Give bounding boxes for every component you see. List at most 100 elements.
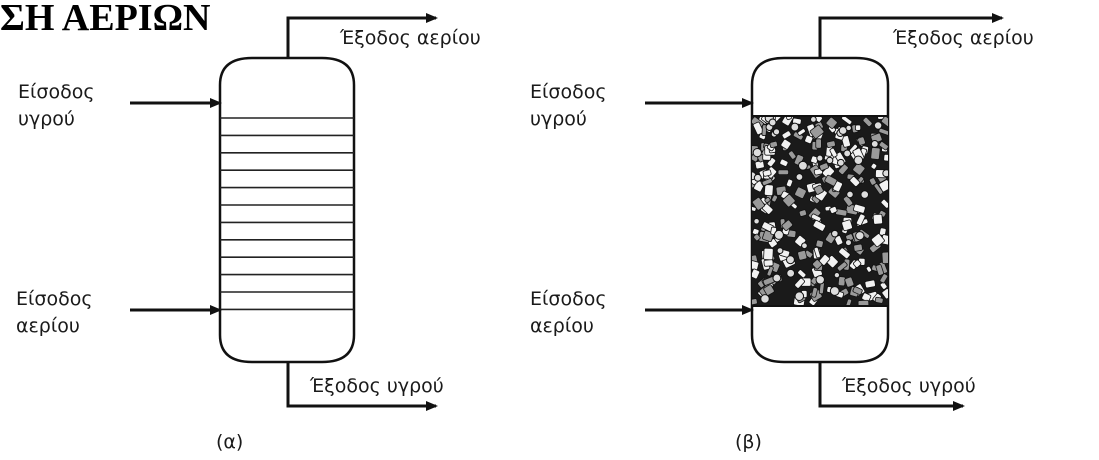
packing-ring [880,116,888,128]
packing-ring [829,286,840,296]
packing-ring [878,127,888,136]
packing-ring [785,255,795,265]
packing-ring [849,176,861,187]
packing-ring [855,231,865,241]
packing-ring [797,128,806,136]
packing-ring [752,228,760,236]
packing-ring [763,284,775,296]
packing-ring [809,124,825,139]
trays [220,117,354,311]
packing-ring [825,116,838,129]
packing-ring [797,250,808,261]
packing-ring [769,140,778,149]
packing-ring [771,194,778,203]
packing-ring [752,147,762,158]
packing-ring [829,147,838,158]
packing-ring [813,184,824,195]
packing-ring [853,155,864,166]
packing-ring [752,268,761,280]
packing-ring [810,116,817,123]
packing-ring [761,124,768,137]
packing-ring [781,130,792,140]
packing-ring [752,205,757,212]
caption-a: (α) [216,431,243,453]
gas-outlet-pipe-a [286,13,438,58]
packing-ring [787,150,797,160]
packing-ring [873,183,884,195]
liquid-inlet-label-b-line2: υγρού [530,108,587,130]
packing-ring [879,281,888,290]
packing-ring [766,265,774,277]
packing-ring [813,246,821,259]
packed-column: Έξοδος αερίου Είσοδος υγρού Είσοδος αερί… [530,13,1034,453]
packing-ring [881,251,888,265]
packing-ring [798,209,808,217]
packing-ring [838,163,849,175]
packing-ring [852,162,866,176]
packing-ring [870,147,881,160]
packing-ring [853,243,863,252]
packing-ring [826,140,836,148]
packing-ring [753,173,762,182]
packing-ring [777,169,789,176]
gas-inlet-label-a-line1: Είσοδος [16,288,93,310]
packing-ring [798,160,808,171]
packing-ring [816,154,824,162]
packing-ring [836,261,848,272]
liquid-outlet-label-a: Έξοδος υγρού [309,375,444,397]
packing-ring [752,197,765,211]
packing-ring [780,138,792,150]
packing-ring [853,259,862,268]
packing-ring [794,277,805,289]
packing-ring [836,158,845,167]
tray-column: Έξοδος αερίου Είσοδος υγρού Είσοδος αερί… [16,13,481,453]
packing-ring [852,286,863,295]
packing-ring [753,233,761,242]
packing-ring [844,239,852,247]
packing-ring [761,178,773,186]
packing-ring [853,203,866,214]
packing-ring [811,287,818,298]
packing-ring [837,276,846,287]
packing-ring [785,178,794,188]
packing-rings [752,116,888,306]
gas-outlet-pipe-b [818,13,1004,58]
liquid-outlet-pipe-b [818,362,965,411]
packing-ring [786,268,796,278]
packing-ring [824,174,838,187]
packing-ring [819,162,829,171]
packing-ring [812,220,827,232]
liquid-inlet-label-a-line2: υγρού [18,108,75,130]
packing-ring [881,288,888,300]
packing-ring [831,229,839,238]
packing-ring [873,121,883,130]
packing-ring [870,162,878,170]
packing-ring [845,124,852,132]
packing-ring [838,247,851,260]
packing-ring [764,197,771,204]
packing-ring [855,213,866,226]
packing-ring [829,206,838,214]
packing-ring [882,169,888,178]
packing-ring [790,122,800,132]
liquid-inlet-label-a-line1: Είσοδος [18,81,95,103]
packing-ring [804,134,814,145]
gas-outlet-label-a: Έξοδος αερίου [339,27,481,49]
packing-ring [865,265,872,273]
gas-inlet-label-b-line1: Είσοδος [530,288,607,310]
packing-ring [763,259,774,267]
packing-ring [810,213,822,222]
packing-ring [815,275,825,285]
page-title: ΣΗ ΑΕΡΙΩΝ [0,0,210,39]
packing-ring [870,139,879,148]
packing-ring [773,229,784,240]
packing-ring [781,219,794,231]
liquid-outlet-label-b: Έξοδος υγρού [841,375,976,397]
packing-ring [768,118,777,127]
packing-ring [870,233,885,248]
packing-ring [760,294,770,304]
packing-ring [846,190,854,199]
packing-ring [779,158,789,167]
packing-ring [762,169,772,177]
